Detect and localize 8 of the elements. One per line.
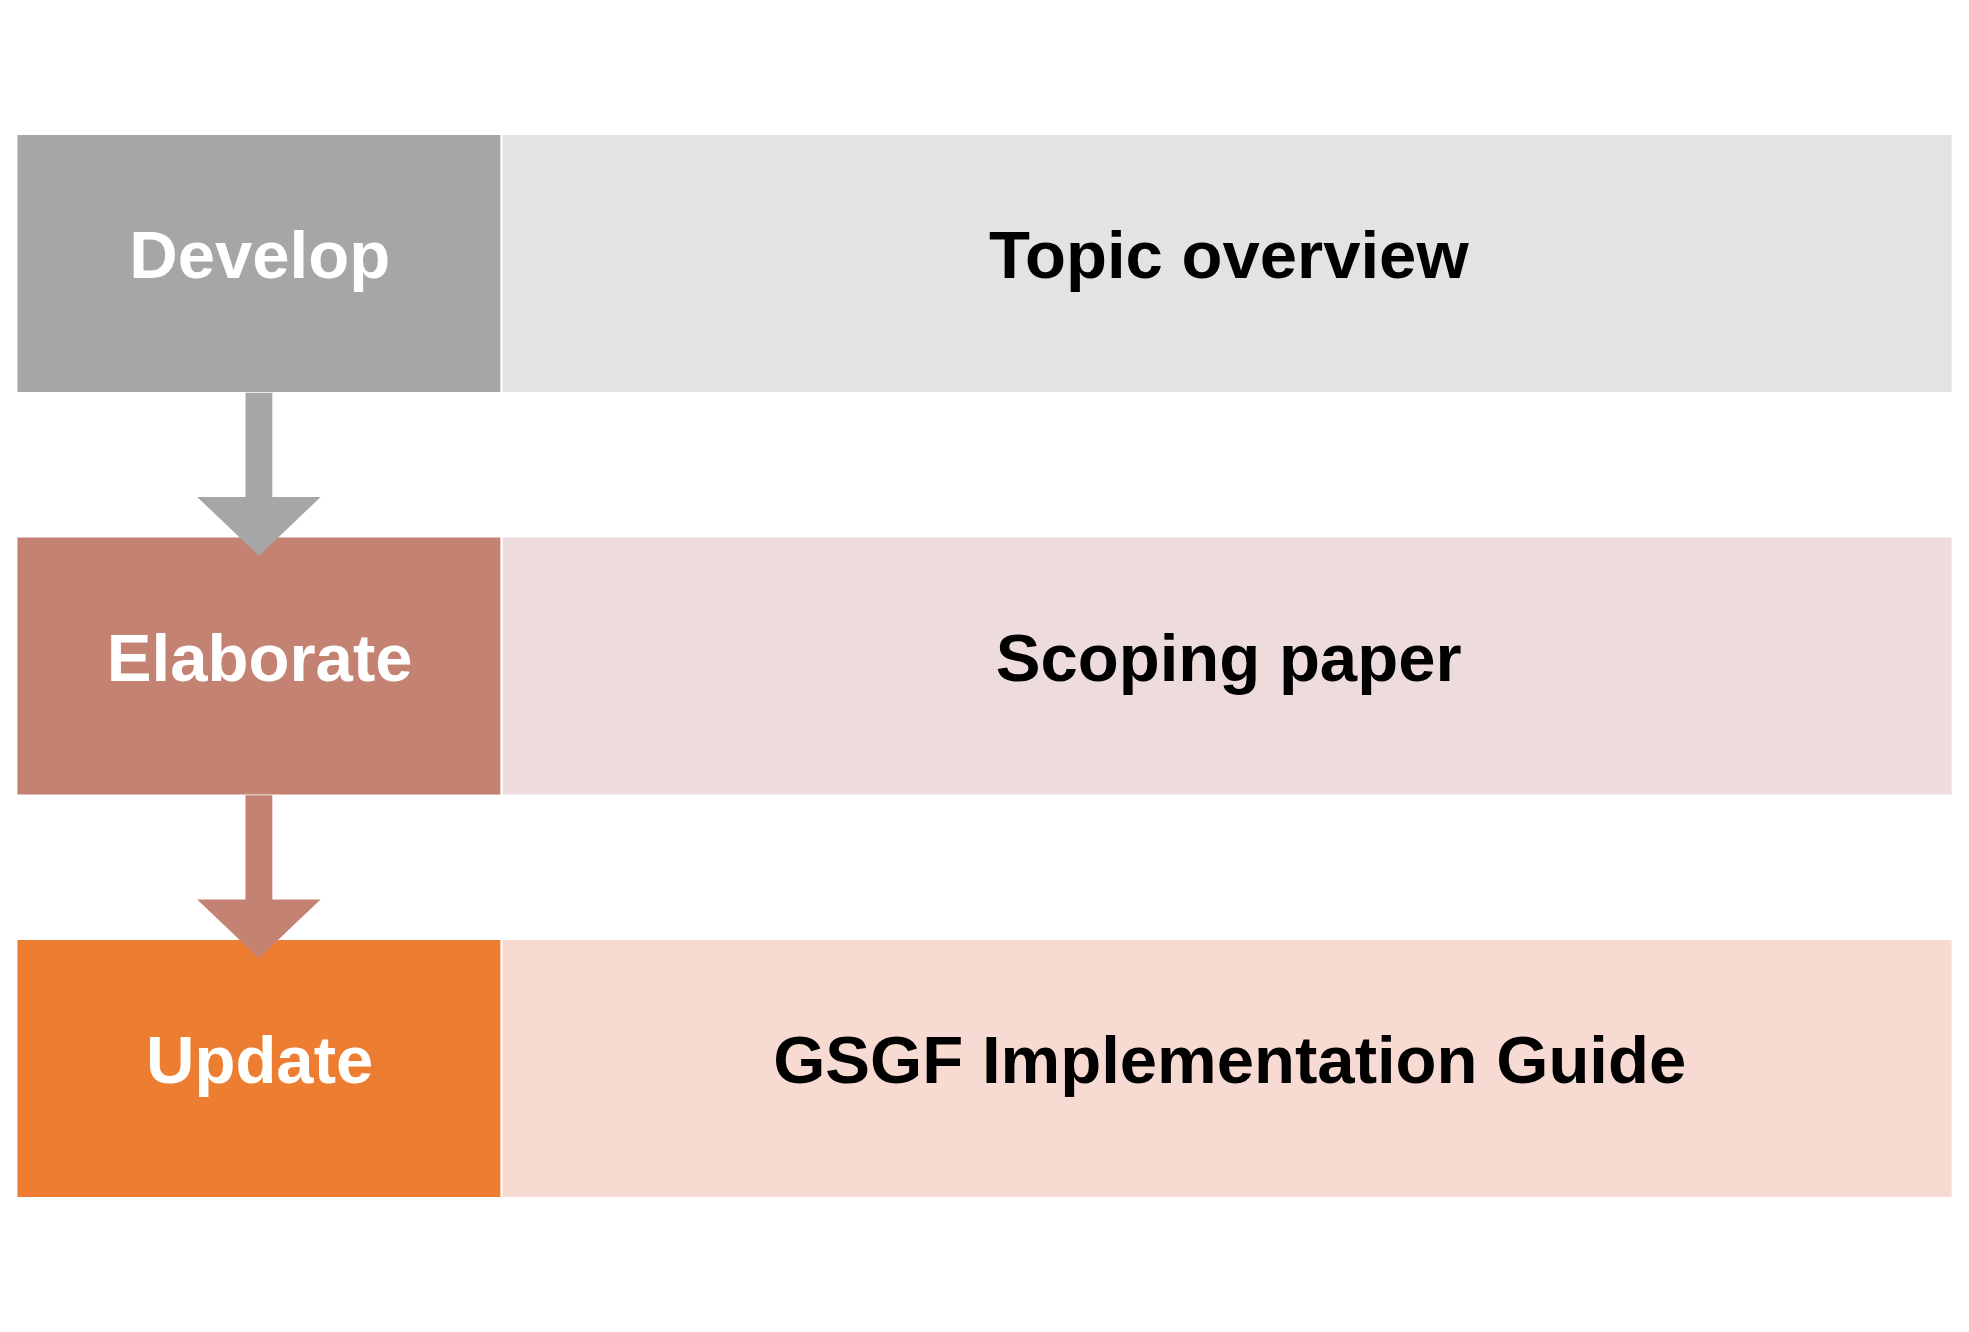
node-box: Elaborate	[17, 537, 501, 795]
node-box: Develop	[17, 134, 501, 393]
node-box: GSGF Implementation Guide	[502, 939, 1952, 1198]
node-box: Update	[17, 939, 501, 1198]
node-box: Scoping paper	[502, 537, 1952, 795]
arrow	[197, 795, 321, 959]
arrow	[197, 392, 321, 556]
node-box: Topic overview	[502, 134, 1952, 393]
